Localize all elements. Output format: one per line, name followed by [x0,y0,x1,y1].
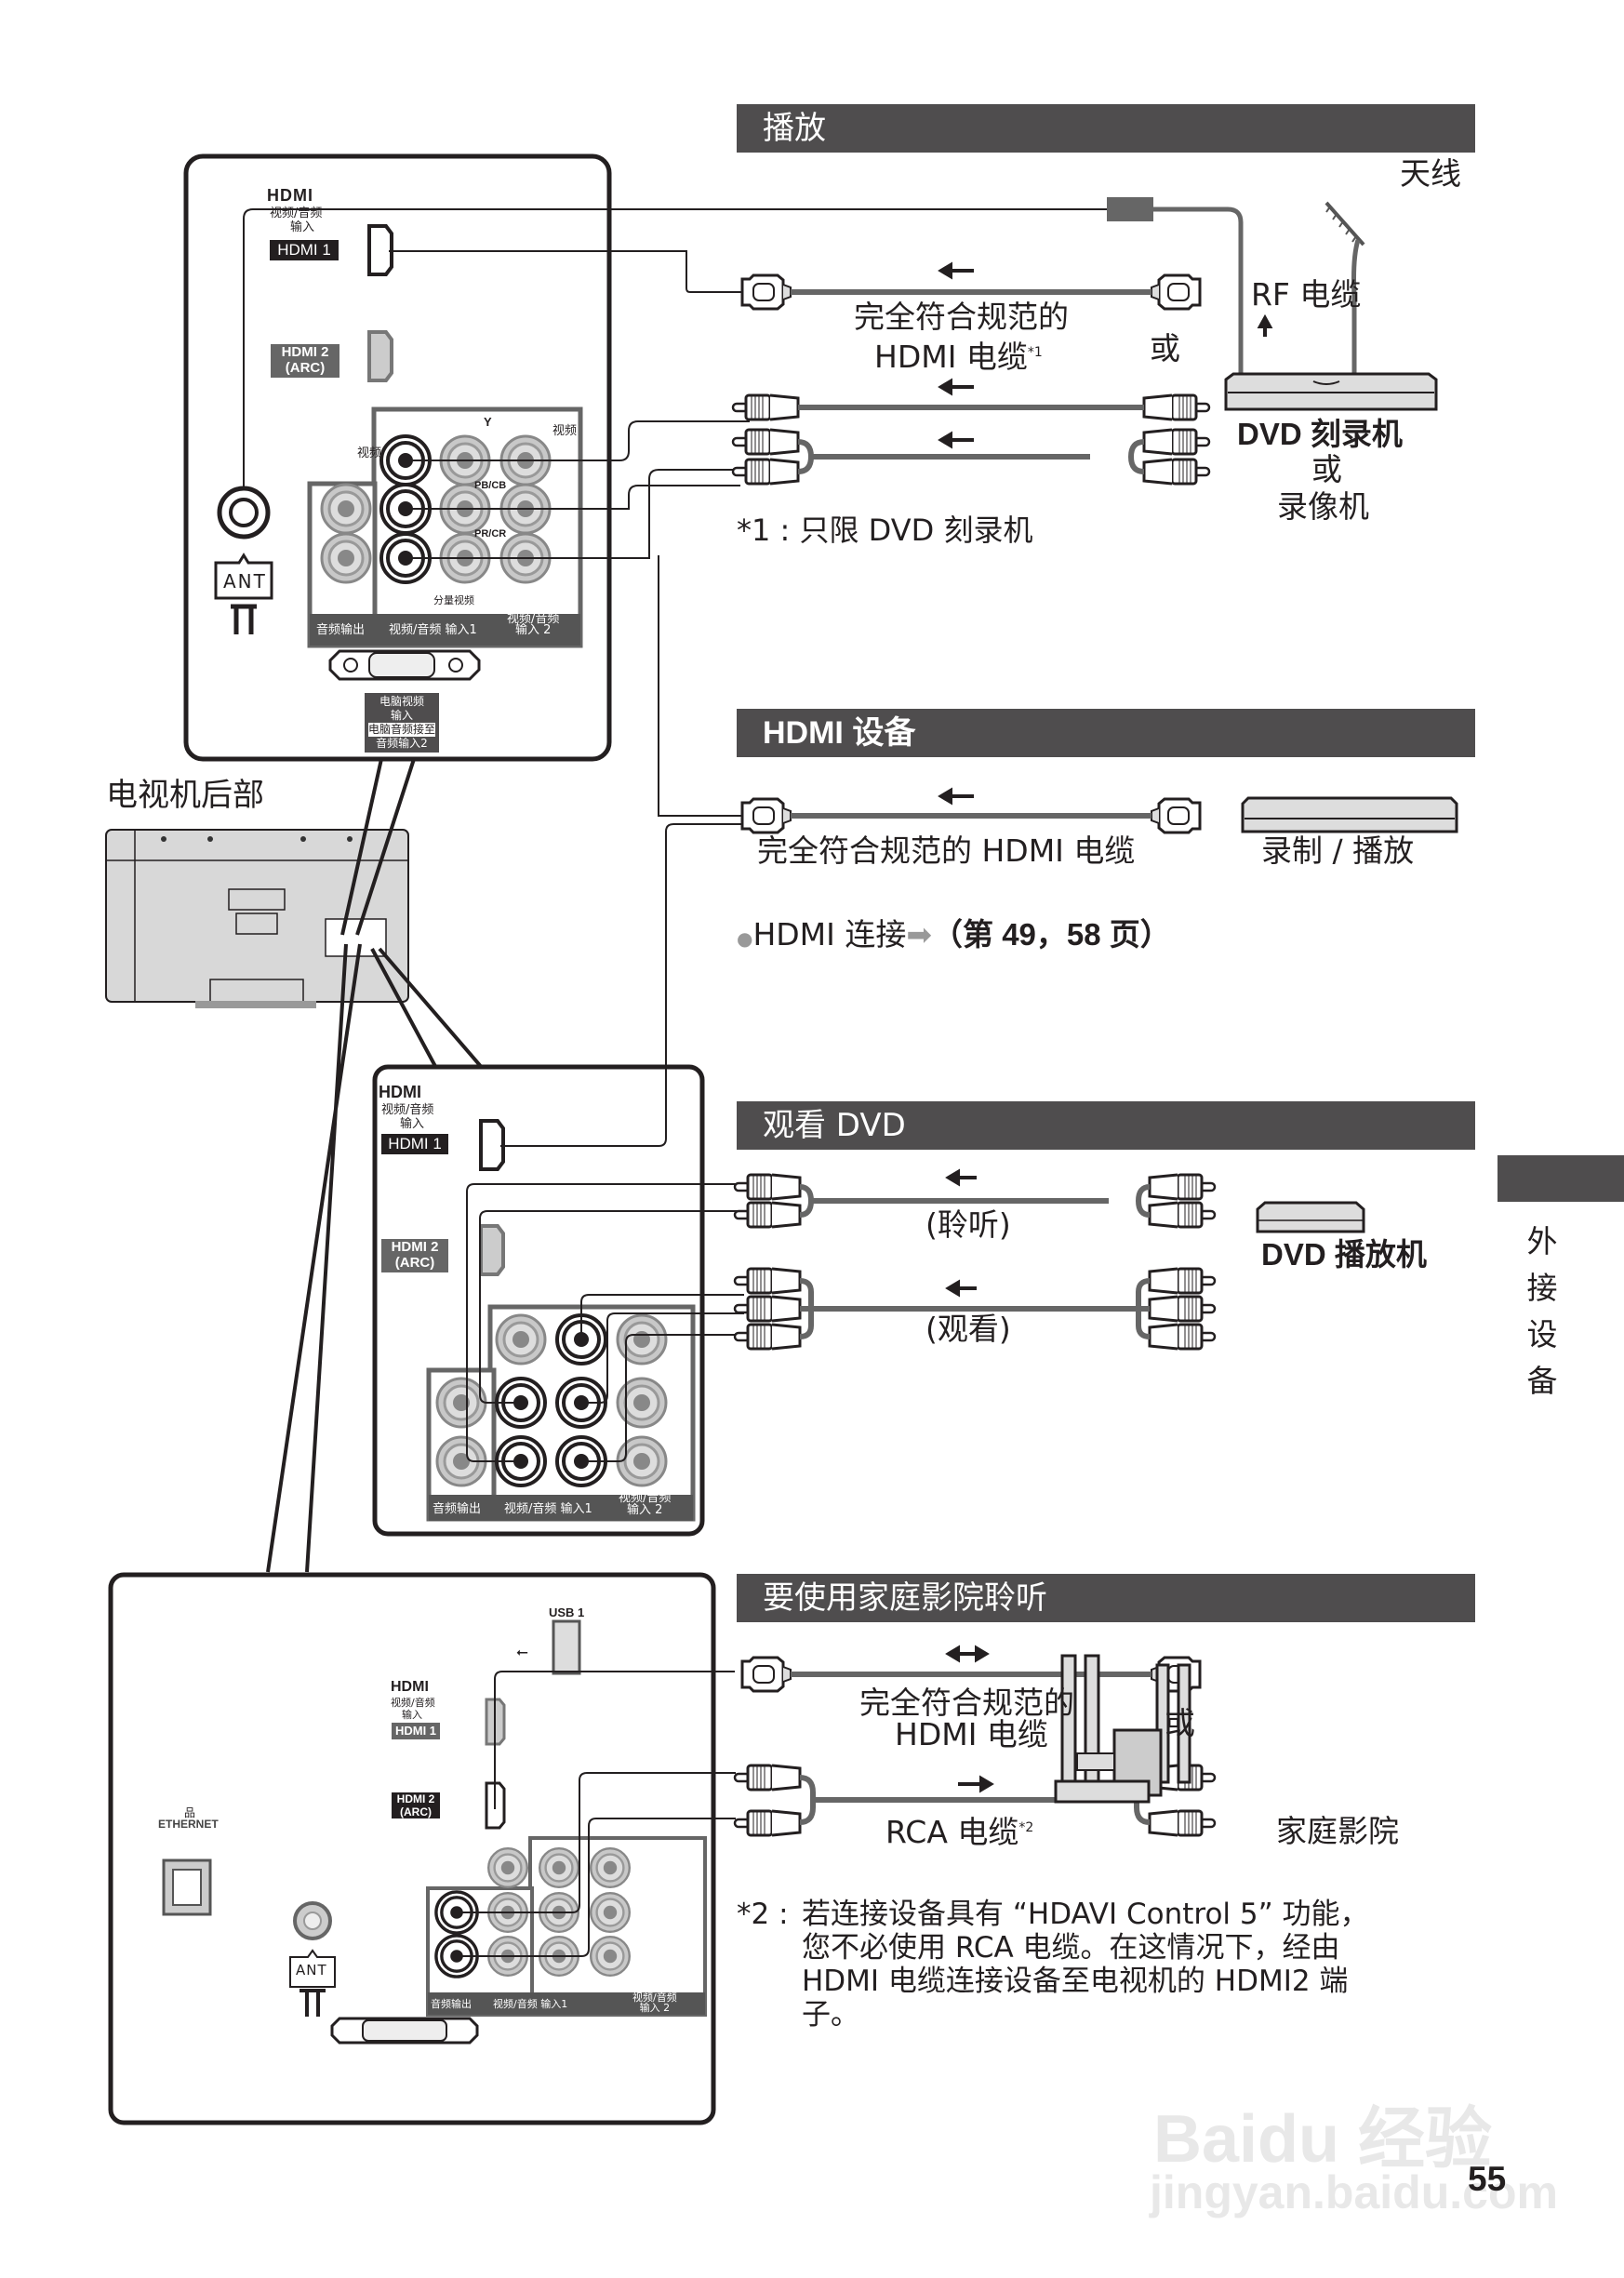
rca-cable-video [731,393,1211,421]
watch-label: (观看) [925,1311,1011,1347]
video-label-2: 视频 [552,424,578,438]
hdmi1-port[interactable] [367,224,393,276]
rca-cable-label: RCA 电缆*2 [885,1814,1034,1850]
section-header-home-theater: 要使用家庭影院聆听 [737,1574,1475,1622]
audio-out-label: 音频输出 [316,623,366,637]
hdmi-cable-label-2: HDMI 电缆*1 [874,339,1043,375]
chapter-tab[interactable] [1498,1155,1624,1202]
tv-rear-illustration [105,829,409,1008]
audio-out-label-bottom: 音频输出 [431,1998,472,2010]
footnote-2: 若连接设备具有 “HDAVI Control 5” 功能， 您不必使用 RCA … [802,1898,1369,2032]
chapter-tab-label: 外 接 设 备 [1526,1223,1558,1399]
ht-or-label: 或 [1165,1705,1195,1741]
y-label: Y [484,415,492,429]
record-playback-label: 录制 / 播放 [1261,833,1415,869]
audio-out-label-middle: 音频输出 [433,1502,482,1516]
ht-hdmi-cable-label-1: 完全符合规范的 [859,1685,1074,1721]
ant-label: ANT [223,570,267,593]
baidu-watermark-logo: Baidu 经验 [1153,2102,1493,2177]
usb-label: USB 1 [549,1605,585,1619]
footnote-1: *1 : 只限 DVD 刻录机 [737,513,1033,548]
ant-label-bottom: ANT [296,1962,327,1978]
hdmi1-tag: HDMI 1 [270,240,339,260]
pc-vga-port[interactable] [328,649,481,681]
network-icon: 品 [184,1806,196,1819]
hdmi-logo: HDMI [267,186,313,205]
input-label: 输入 [290,220,315,234]
av-in2-label-bottom: 视频/音频输入 2 [632,1992,677,2014]
av-input-label-middle: 视频/音频 [381,1103,434,1117]
av-in1-label-bottom: 视频/音频 输入1 [493,1998,568,2010]
baidu-watermark-url: jingyan.baidu.com [1150,2166,1558,2218]
ethernet-label: ETHERNET [158,1818,219,1831]
av-input-label: 视频/音频 [270,206,323,220]
rca-cable-watch [733,1267,1217,1351]
pc-input-label: 电脑视频输入电脑音频接至音频输入2 [368,695,436,750]
rca-cable-audio [731,428,1211,486]
rf-cable-label: RF 电缆 [1251,276,1362,313]
hdmi-logo-middle: HDMI [379,1083,421,1101]
input-label-bottom: 输入 [402,1709,422,1721]
home-theater-label: 家庭影院 [1276,1813,1399,1849]
video-label: 视频 [357,446,382,460]
av-in1-label: 视频/音频 输入1 [389,623,477,637]
page-number: 55 [1468,2160,1507,2198]
or-label: 或 [1150,330,1180,366]
tv-rear-title: 电视机后部 [106,777,264,814]
pr-cr-label: PR/CR [474,528,507,540]
usb-icon: ⭠ [516,1643,528,1660]
dvd-player-label: DVD 播放机 [1261,1237,1427,1272]
hdmi-cable-label-1: 完全符合规范的 [854,299,1069,335]
section-header-hdmi-device: HDMI 设备 [737,709,1475,757]
rca-cable-listen [733,1173,1217,1229]
av-in2-label-middle: 视频/音频输入 2 [619,1491,672,1517]
hdmi2-port[interactable] [367,330,393,382]
av-input-label-bottom: 视频/音频 [391,1697,435,1709]
antenna-icon [1324,201,1365,398]
home-theater-icon [1054,1654,1191,1804]
hdmi-connection-reference: ●HDMI 连接➡（第 49，58 页） [737,916,1171,952]
dvd-recorder-icon [1224,372,1438,411]
hdmi1-tag-middle: HDMI 1 [381,1134,448,1154]
hdmi-full-spec-cable-label: 完全符合规范的 HDMI 电缆 [757,833,1136,869]
recorder-player-icon [1241,796,1458,833]
ht-hdmi-cable-label-2: HDMI 电缆 [895,1716,1048,1752]
arrow-right-icon: ➡ [906,916,933,952]
page-reference-link[interactable]: （第 49，58 页） [932,917,1171,952]
hdmi2-tag: HDMI 2(ARC) [271,344,339,378]
dvd-player-icon [1256,1201,1365,1233]
hdmi-logo-bottom: HDMI [391,1679,429,1695]
listen-label: (聆听) [925,1206,1011,1243]
section-header-watch-dvd: 观看 DVD [737,1101,1475,1150]
hdmi2-tag-bottom: HDMI 2(ARC) [392,1792,440,1818]
hdmi2-tag-middle: HDMI 2(ARC) [381,1239,448,1272]
section-header-playback: 播放 [737,104,1475,153]
hdmi1-tag-bottom: HDMI 1 [392,1723,440,1739]
dvd-recorder-label: DVD 刻录机 [1237,417,1403,451]
ant-port[interactable] [217,486,271,540]
vcr-label: 录像机 [1277,488,1369,525]
av-in1-label-middle: 视频/音频 输入1 [504,1502,592,1516]
av-in2-label: 视频/音频输入 2 [507,612,560,637]
component-label: 分量视频 [433,594,474,606]
footnote-2-mark: *2 : [737,1898,789,1931]
pb-cb-label: PB/CB [474,480,507,491]
rf-plug [1107,197,1153,221]
or-label-2: 或 [1311,451,1342,487]
antenna-label: 天线 [1400,155,1461,192]
usb-port[interactable] [552,1619,581,1675]
input-label-middle: 输入 [400,1117,425,1131]
